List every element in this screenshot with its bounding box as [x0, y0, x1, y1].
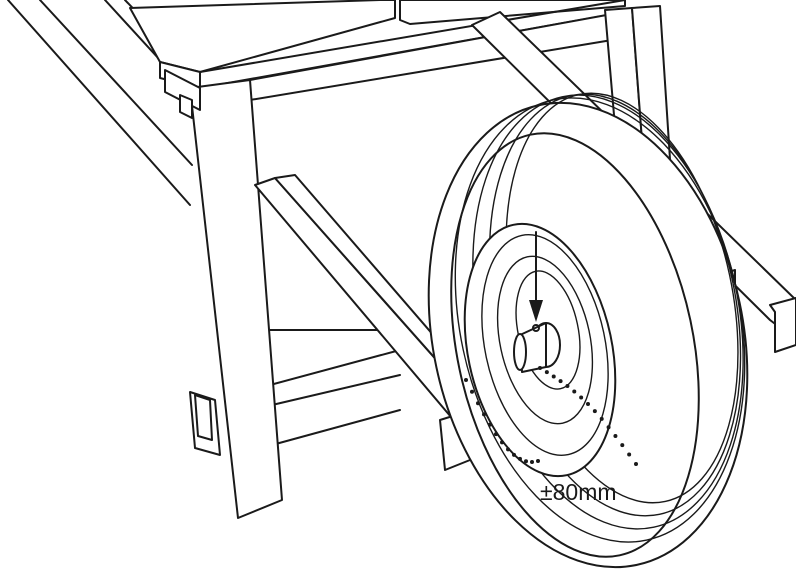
measurement-dot [470, 389, 474, 394]
measurement-dot [544, 370, 549, 375]
measurement-dot [518, 456, 522, 461]
measurement-dot [530, 459, 534, 464]
measurement-dot [494, 432, 498, 437]
measurement-arc-left [464, 378, 540, 464]
hub-bushing [513, 322, 561, 373]
measurement-dot [627, 452, 632, 457]
measurement-arc-right [538, 366, 638, 466]
measurement-dot [464, 378, 468, 382]
measurement-dot [620, 443, 625, 448]
front-post [164, 69, 283, 519]
measurement-dot [536, 458, 540, 463]
measurement-dot [512, 452, 516, 457]
measurement-dot [579, 395, 584, 400]
measurement-dot [558, 379, 563, 384]
measurement-dot [613, 433, 618, 438]
measurement-label: ±80mm [540, 479, 617, 505]
measurement-dot [592, 409, 597, 414]
measurement-dot [551, 374, 556, 379]
down-arrow [529, 231, 543, 322]
measurement-dot [538, 366, 542, 370]
measurement-dot [572, 389, 577, 394]
measurement-dot [599, 416, 604, 421]
measurement-dot [586, 402, 590, 406]
measurement-dot [506, 447, 510, 452]
measurement-dot [476, 401, 480, 406]
measurement-dot [634, 462, 638, 466]
measurement-dot [500, 440, 504, 445]
measurement-dot [482, 412, 486, 417]
measurement-dot [565, 384, 570, 389]
measurement-dot [524, 459, 528, 464]
measurement-dot [488, 422, 492, 427]
measurement-dot [606, 425, 611, 430]
